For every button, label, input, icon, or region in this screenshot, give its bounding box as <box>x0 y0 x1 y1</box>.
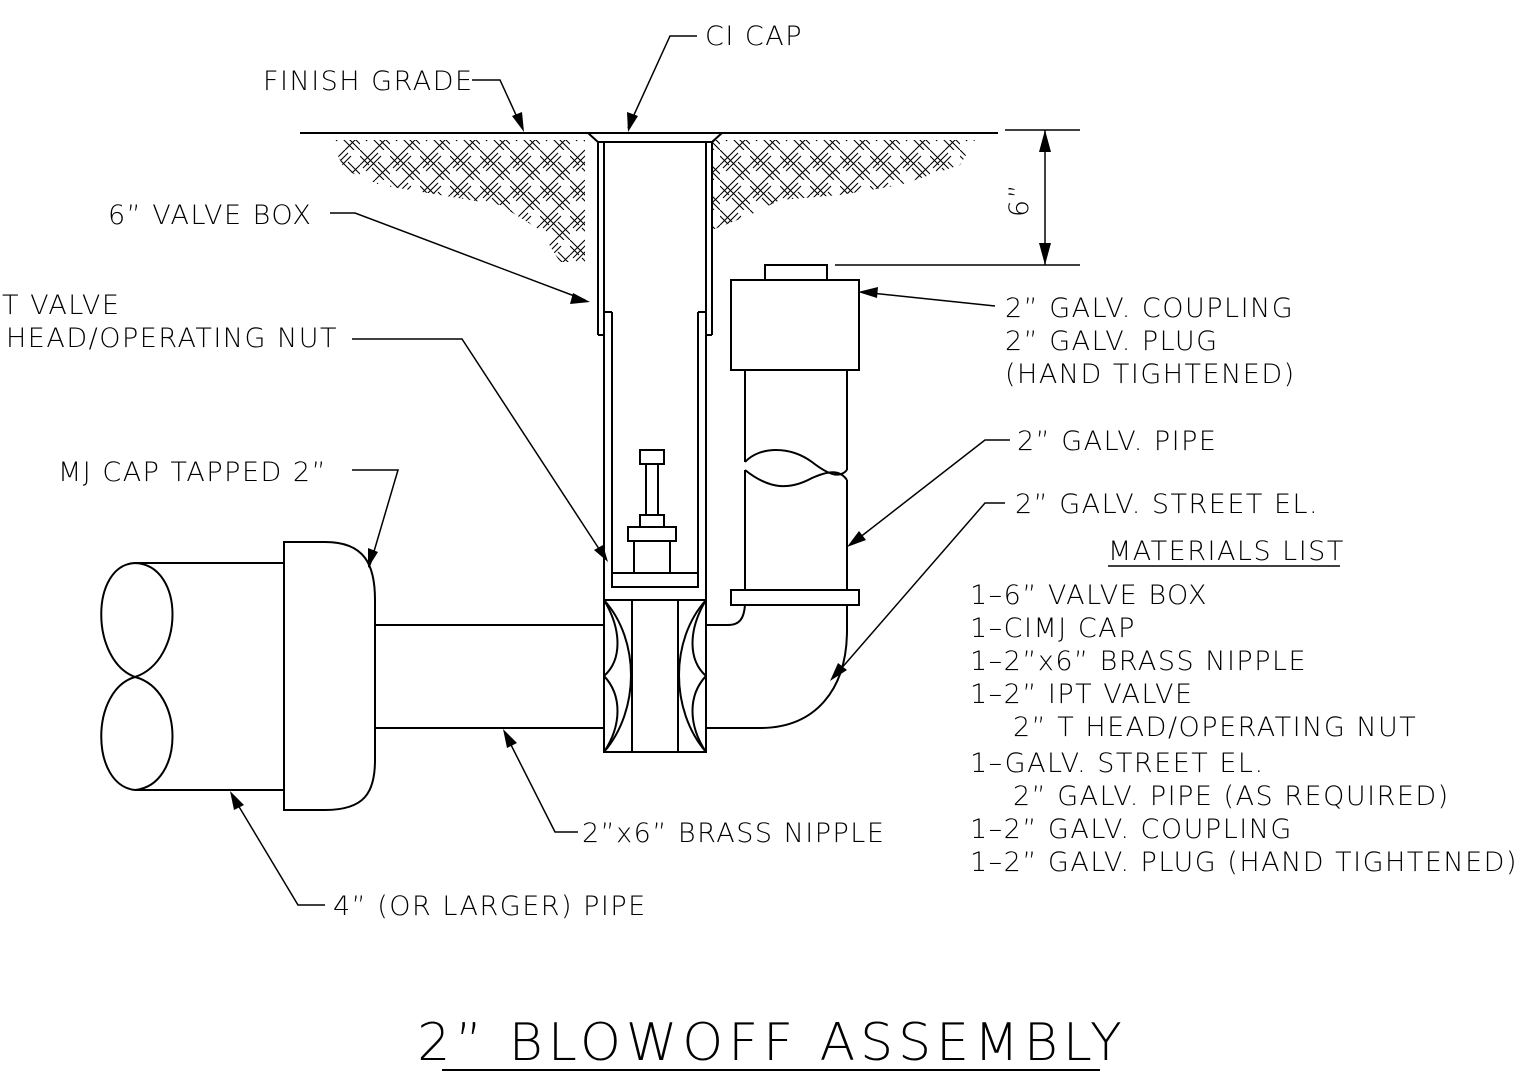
large-pipe <box>100 562 284 792</box>
leader-lines <box>230 35 1010 906</box>
valve-label-line1: T VALVE <box>2 290 120 321</box>
ci-cap-label: CI CAP <box>705 21 803 52</box>
valve-box-label: 6” VALVE BOX <box>108 200 312 231</box>
valve-body <box>603 599 707 753</box>
valve-label-line2: HEAD/OPERATING NUT <box>6 323 338 354</box>
materials-list: MATERIALS LIST 1–6” VALVE BOX 1–CIMJ CAP… <box>970 536 1518 878</box>
title-text: 2” BLOWOFF ASSEMBLY <box>417 1013 1127 1073</box>
valve-box <box>585 132 725 600</box>
drawing-title: 2” BLOWOFF ASSEMBLY <box>417 1013 1127 1073</box>
material-item: 1–6” VALVE BOX <box>970 580 1208 611</box>
galv-pipe-label: 2” GALV. PIPE <box>1017 426 1217 457</box>
pipe-flange <box>730 589 860 606</box>
large-pipe-label: 4” (OR LARGER) PIPE <box>333 891 647 922</box>
galv-plug <box>764 264 828 281</box>
brass-nipple-label: 2”x6” BRASS NIPPLE <box>582 818 885 849</box>
coupling-label-line3: (HAND TIGHTENED) <box>1005 359 1296 390</box>
finish-grade-label: FINISH GRADE <box>263 66 474 97</box>
material-item: 1–GALV. STREET EL. <box>970 748 1265 779</box>
galv-pipe-assembly <box>730 264 860 606</box>
dimension-6in: 6” <box>835 129 1080 266</box>
street-elbow <box>706 604 848 729</box>
brass-nipple-pipe <box>375 624 604 729</box>
material-item: 1–CIMJ CAP <box>970 613 1136 644</box>
mj-cap <box>283 541 376 811</box>
material-item: 1–2” GALV. COUPLING <box>970 814 1293 845</box>
soil-hatch <box>330 140 975 262</box>
dimension-label: 6” <box>1004 183 1035 217</box>
material-item: 1–2”x6” BRASS NIPPLE <box>970 646 1307 677</box>
street-el-label: 2” GALV. STREET EL. <box>1015 489 1319 520</box>
material-item: 1–2” GALV. PLUG (HAND TIGHTENED) <box>970 847 1518 878</box>
ipt-valve <box>611 449 699 588</box>
ci-cap <box>585 132 725 143</box>
operating-nut <box>639 449 665 465</box>
materials-list-heading: MATERIALS LIST <box>1108 536 1345 567</box>
coupling-label-line2: 2” GALV. PLUG <box>1005 326 1219 357</box>
mj-cap-label: MJ CAP TAPPED 2” <box>58 457 327 488</box>
coupling-label-line1: 2” GALV. COUPLING <box>1005 293 1294 324</box>
galv-coupling <box>730 279 860 371</box>
material-item: 2” GALV. PIPE (AS REQUIRED) <box>1013 781 1450 812</box>
material-item: 2” T HEAD/OPERATING NUT <box>1013 712 1417 743</box>
material-item: 1–2” IPT VALVE <box>970 679 1194 710</box>
